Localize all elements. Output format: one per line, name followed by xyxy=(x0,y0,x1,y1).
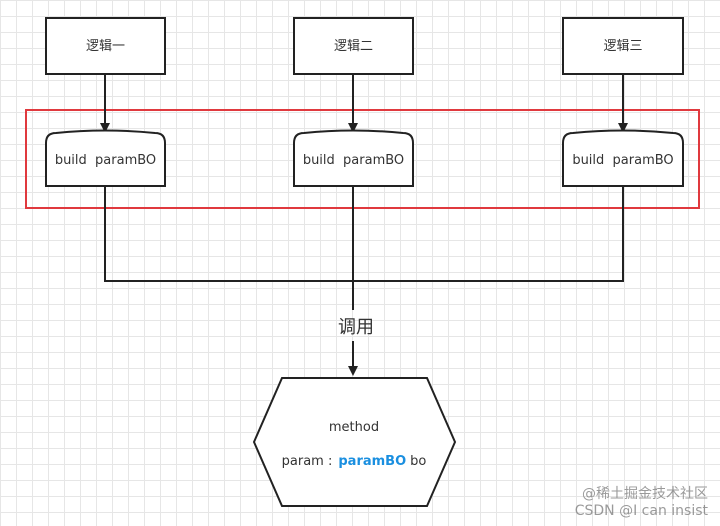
call-label: 调用 xyxy=(338,317,374,338)
method-param-line: param : paramBO bo xyxy=(282,454,427,469)
logic-box-1[interactable]: 逻辑一 xyxy=(45,17,166,75)
build-box-2-label: build paramBO xyxy=(303,153,404,168)
method-param-name: bo xyxy=(410,454,426,469)
logic-box-3-label: 逻辑三 xyxy=(603,39,642,54)
logic-box-1-label: 逻辑一 xyxy=(86,39,125,54)
build-box-1[interactable]: build paramBO xyxy=(45,129,166,187)
build-box-1-label: build paramBO xyxy=(55,153,156,168)
build-box-2[interactable]: build paramBO xyxy=(293,129,414,187)
build-box-3[interactable]: build paramBO xyxy=(562,129,684,187)
method-title: method xyxy=(329,420,379,435)
watermark: @稀土掘金技术社区 CSDN @I can insist xyxy=(575,486,708,520)
logic-box-2-label: 逻辑二 xyxy=(334,39,373,54)
logic-box-2[interactable]: 逻辑二 xyxy=(293,17,414,75)
logic-box-3[interactable]: 逻辑三 xyxy=(562,17,684,75)
method-param-type: paramBO xyxy=(338,454,406,469)
build-box-3-label: build paramBO xyxy=(572,153,673,168)
method-param-prefix: param : xyxy=(282,454,333,469)
watermark-line-2: CSDN @I can insist xyxy=(574,503,708,519)
method-box[interactable]: method param : paramBO bo xyxy=(252,377,457,507)
watermark-line-1: @稀土掘金技术社区 xyxy=(582,486,708,502)
highlight-frame xyxy=(25,109,700,209)
